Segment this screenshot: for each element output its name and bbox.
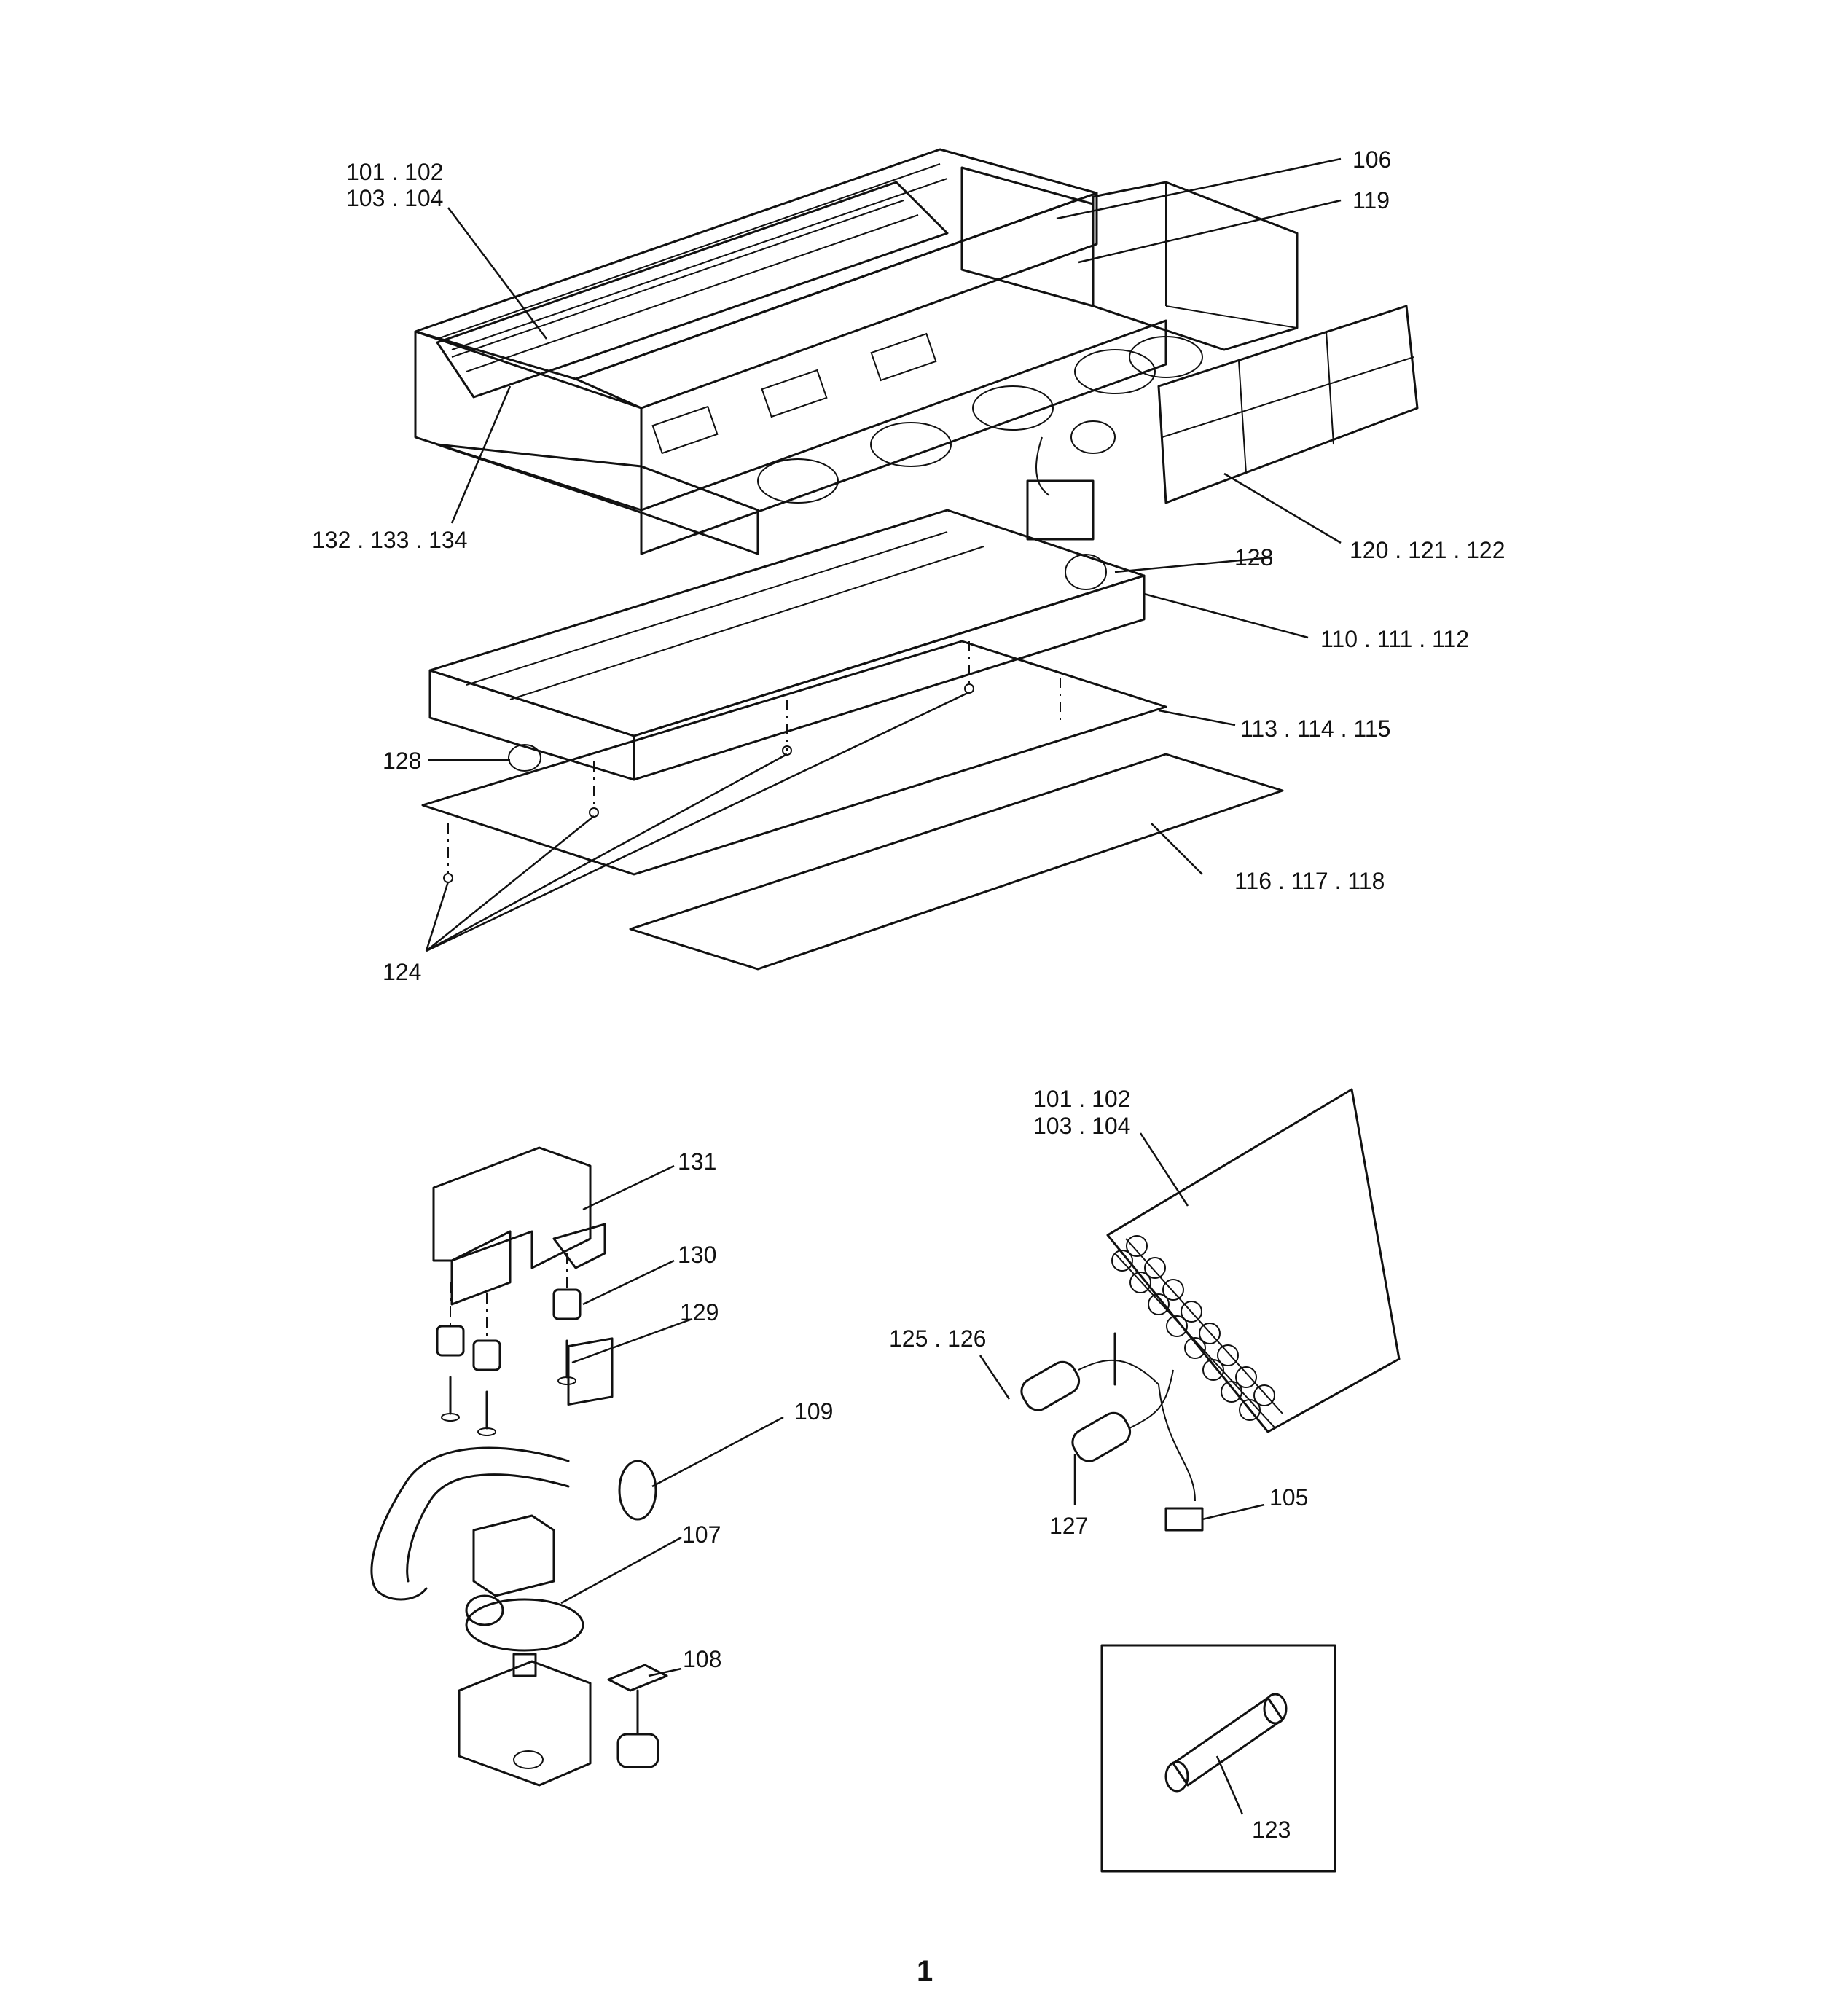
drain-pan bbox=[428, 509, 1146, 781]
callout-125-126: 125 . 126 bbox=[889, 1325, 986, 1352]
thermistor-105 bbox=[1164, 1507, 1204, 1532]
callout-131: 131 bbox=[678, 1148, 716, 1175]
rubber-mounts bbox=[436, 1253, 582, 1371]
callout-128-left: 128 bbox=[383, 748, 421, 774]
callout-127: 127 bbox=[1049, 1513, 1088, 1539]
cover-panel bbox=[629, 753, 1284, 971]
callout-101-102-top: 101 . 102 bbox=[346, 159, 443, 185]
callout-119: 119 bbox=[1352, 187, 1390, 213]
coil-pipes bbox=[1020, 1332, 1196, 1502]
callout-113-114-115: 113 . 114 . 115 bbox=[1240, 716, 1390, 742]
screws-124 bbox=[443, 641, 1061, 883]
leader-lines-bottom-left bbox=[560, 1164, 784, 1677]
callout-101-102-coil: 101 . 102 bbox=[1033, 1086, 1130, 1112]
callout-103-104-coil: 103 . 104 bbox=[1033, 1113, 1130, 1139]
mount-screws bbox=[441, 1339, 576, 1436]
float-switch-108 bbox=[607, 1664, 668, 1768]
callout-128-top: 128 bbox=[1234, 544, 1273, 571]
inset-box-123 bbox=[1100, 1644, 1336, 1873]
leader-lines-bottom-right bbox=[979, 1132, 1265, 1521]
callout-103-104-top: 103 . 104 bbox=[346, 185, 443, 211]
callout-108: 108 bbox=[683, 1646, 721, 1672]
drain-pump-in-unit bbox=[1026, 420, 1116, 541]
pump-bracket-131 bbox=[432, 1146, 606, 1306]
callout-123: 123 bbox=[1252, 1817, 1291, 1843]
callout-106: 106 bbox=[1352, 146, 1391, 173]
main-unit-housing bbox=[414, 148, 1203, 555]
callout-124: 124 bbox=[383, 959, 421, 985]
page-number: 1 bbox=[917, 1955, 933, 1987]
callout-129: 129 bbox=[680, 1299, 719, 1325]
callout-132-133-134: 132 . 133 . 134 bbox=[312, 527, 468, 553]
drain-hose-109 bbox=[370, 1337, 657, 1601]
electrical-box bbox=[960, 166, 1299, 351]
filter-frame bbox=[1157, 305, 1419, 504]
callout-107: 107 bbox=[682, 1521, 721, 1548]
callout-109: 109 bbox=[794, 1398, 833, 1425]
callout-116-117-118: 116 . 117 . 118 bbox=[1234, 868, 1385, 894]
heat-exchanger-coil bbox=[1106, 1088, 1401, 1433]
drain-pump-107 bbox=[458, 1514, 592, 1787]
callout-120-121-122: 120 . 121 . 122 bbox=[1350, 537, 1506, 563]
bottom-panel bbox=[421, 640, 1167, 876]
callout-130: 130 bbox=[678, 1242, 716, 1268]
callout-labels: 101 . 102 103 . 104 106 119 132 . 133 . … bbox=[312, 146, 1506, 1987]
leader-lines-top bbox=[425, 157, 1342, 952]
callout-110-111-112: 110 . 111 . 112 bbox=[1320, 626, 1469, 652]
callout-105: 105 bbox=[1269, 1484, 1308, 1511]
